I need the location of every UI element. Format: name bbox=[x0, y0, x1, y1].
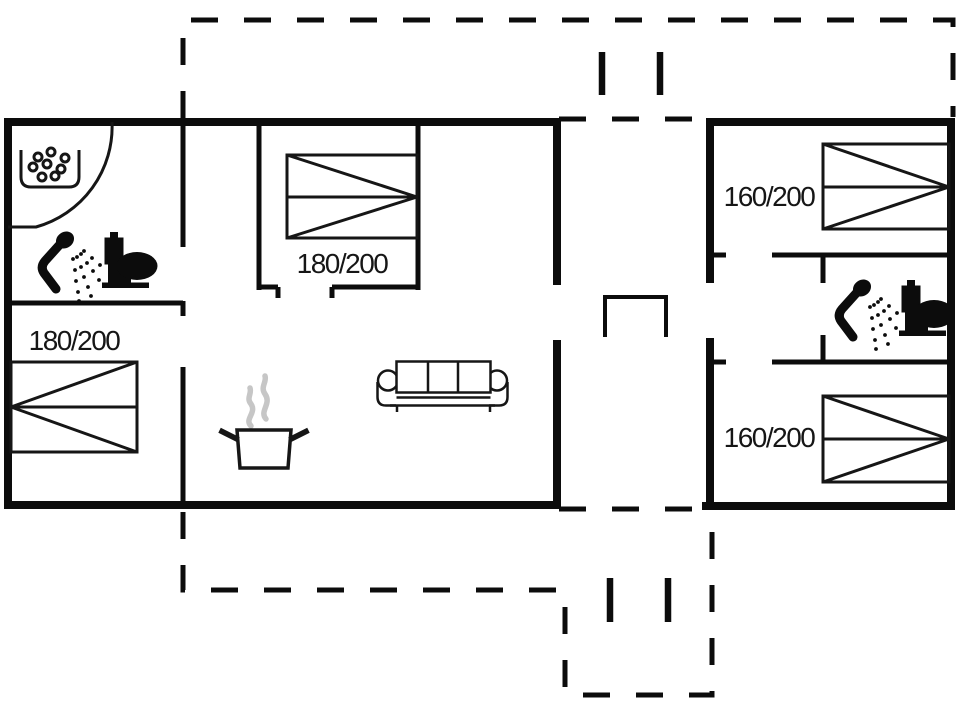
terrace-outline-bottom bbox=[180, 512, 715, 698]
corner-tub-arc bbox=[8, 121, 114, 229]
toilet-icon bbox=[102, 232, 158, 288]
steam-icon bbox=[246, 373, 270, 429]
shower-icon bbox=[42, 228, 102, 303]
bed-icon-left-bedroom bbox=[9, 360, 139, 454]
bed-size-label-annex-top: 160/200 bbox=[724, 181, 816, 212]
shower-icon bbox=[839, 276, 899, 351]
bed-size-label-middle: 180/200 bbox=[297, 248, 389, 279]
cooking-pot-icon bbox=[218, 427, 310, 470]
toilet-icon bbox=[899, 280, 955, 336]
bed-icon-annex-top bbox=[821, 142, 951, 231]
annex-interior-walls bbox=[710, 252, 951, 365]
walkway-dashes bbox=[559, 52, 706, 622]
bed-icon-middle-bedroom bbox=[285, 153, 419, 240]
bed-size-label-annex-bottom: 160/200 bbox=[724, 422, 816, 453]
sofa-icon bbox=[376, 360, 509, 412]
terrace-outline-top bbox=[180, 17, 956, 118]
bed-icon-annex-bottom bbox=[821, 394, 951, 484]
main-house-walls bbox=[4, 118, 561, 509]
whirlpool-icon bbox=[19, 146, 81, 189]
step-icon bbox=[603, 295, 668, 337]
bed-size-label-left: 180/200 bbox=[29, 325, 121, 356]
